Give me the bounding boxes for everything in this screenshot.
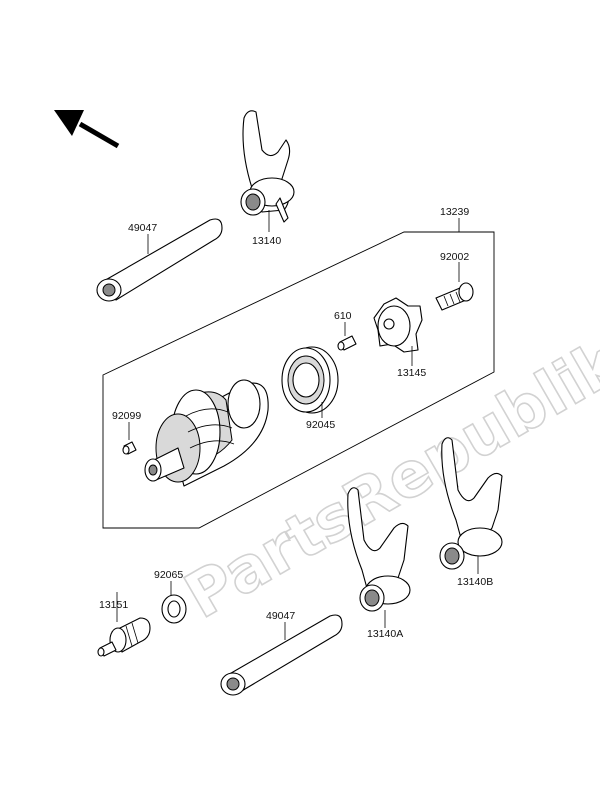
label-49047-bottom: 49047 xyxy=(266,610,295,622)
shift-drum[interactable] xyxy=(144,379,269,487)
label-92099: 92099 xyxy=(112,410,141,422)
shift-fork-13140B[interactable] xyxy=(439,437,503,570)
label-13140: 13140 xyxy=(252,235,281,247)
label-13151: 13151 xyxy=(99,599,128,611)
label-13140A: 13140A xyxy=(367,628,403,640)
label-13145: 13145 xyxy=(397,367,426,379)
shift-fork-13140[interactable] xyxy=(240,110,295,223)
label-13239: 13239 xyxy=(440,206,469,218)
label-49047-top: 49047 xyxy=(128,222,157,234)
shift-rod-49047-bottom[interactable] xyxy=(220,614,343,696)
label-92045: 92045 xyxy=(306,419,335,431)
bearing-92045[interactable] xyxy=(281,346,339,414)
label-92065: 92065 xyxy=(154,569,183,581)
bolt-92002[interactable] xyxy=(435,282,474,311)
label-13140B: 13140B xyxy=(457,576,493,588)
pin-610[interactable] xyxy=(337,335,357,351)
neutral-switch-13151[interactable] xyxy=(97,617,151,657)
shift-rod-49047-top[interactable] xyxy=(96,218,223,302)
label-92002: 92002 xyxy=(440,251,469,263)
pin-92099[interactable] xyxy=(122,441,137,455)
label-610: 610 xyxy=(334,310,352,322)
shift-fork-13140A[interactable] xyxy=(347,487,411,612)
assembly-outline-box xyxy=(102,231,495,529)
washer-92065[interactable] xyxy=(161,594,187,624)
shift-drum-cam-13145[interactable] xyxy=(373,297,423,353)
front-direction-arrow-icon xyxy=(54,110,120,149)
